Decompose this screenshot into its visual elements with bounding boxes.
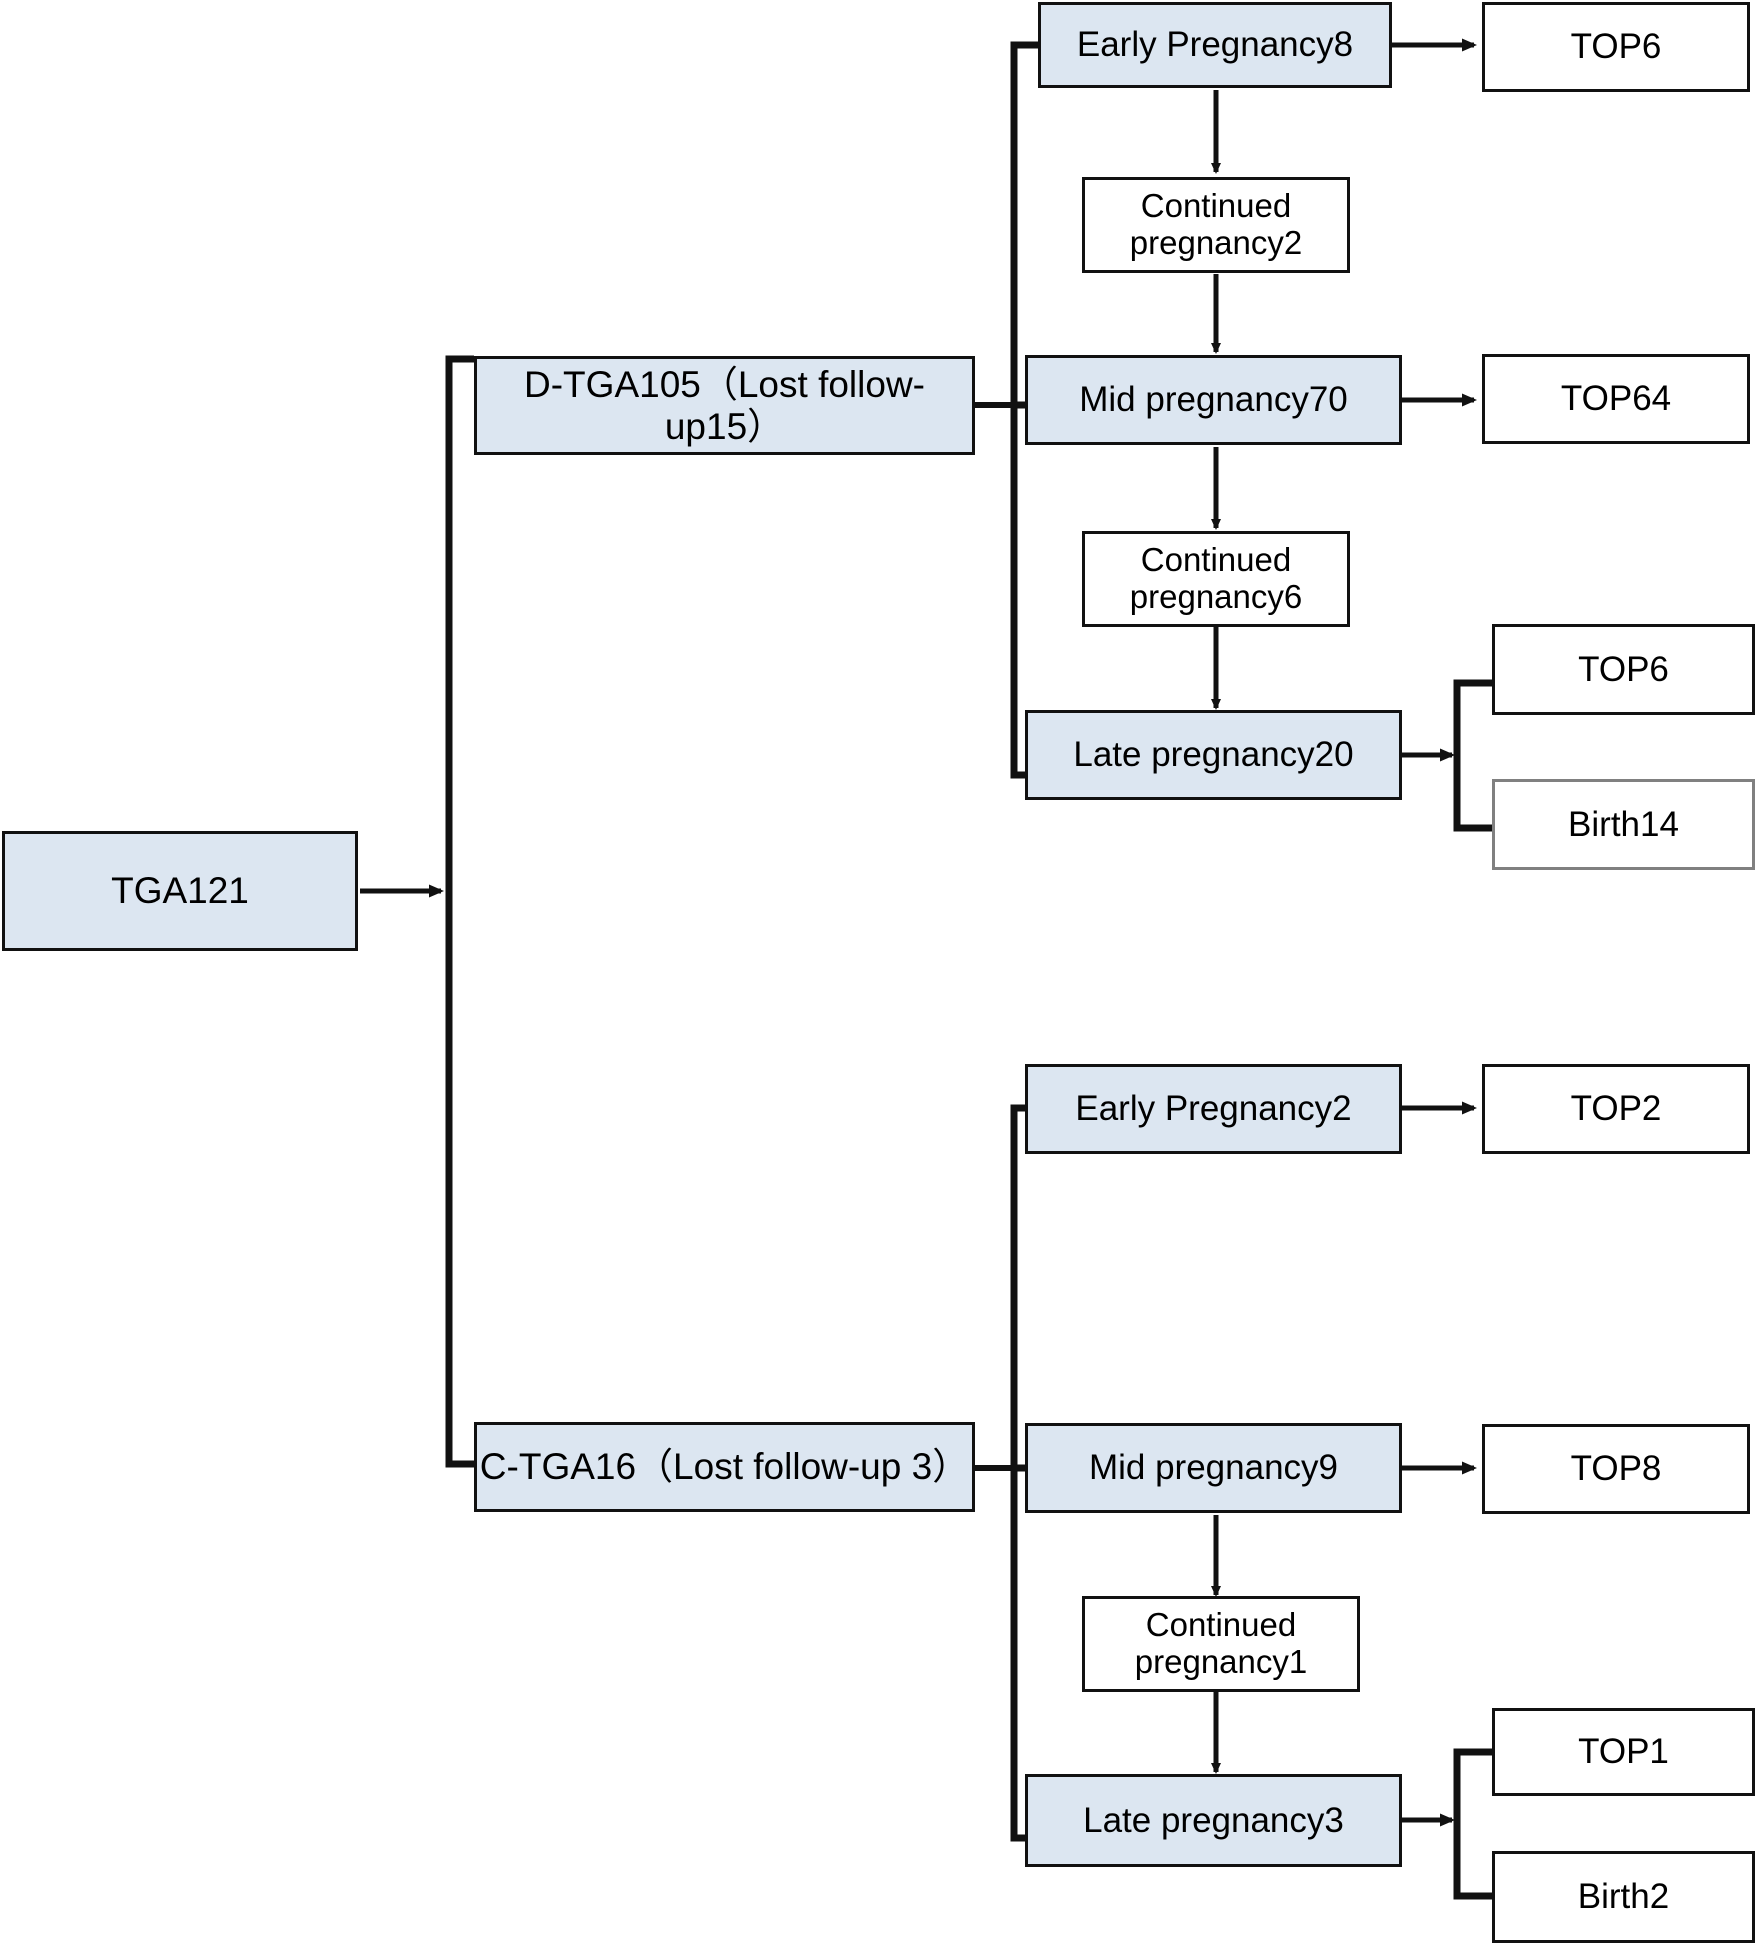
node-birth-14[interactable]: Birth14 (1492, 779, 1755, 870)
edge-c-late-to-outcomes (1402, 1748, 1492, 1900)
bracket-root-split (445, 355, 474, 1468)
node-late-pregnancy-3[interactable]: Late pregnancy3 (1025, 1774, 1402, 1867)
node-continued-pregnancy-6[interactable]: Continued pregnancy6 (1082, 531, 1350, 627)
node-late-pregnancy-20[interactable]: Late pregnancy20 (1025, 710, 1402, 800)
node-c-tga16[interactable]: C-TGA16（Lost follow-up 3） (474, 1422, 975, 1512)
node-early-pregnancy-2[interactable]: Early Pregnancy2 (1025, 1064, 1402, 1154)
node-top-6-early-d[interactable]: TOP6 (1482, 2, 1750, 92)
node-tga121[interactable]: TGA121 (2, 831, 358, 951)
node-top-2[interactable]: TOP2 (1482, 1064, 1750, 1154)
node-d-tga105[interactable]: D-TGA105（Lost follow-up15） (474, 356, 975, 455)
node-continued-pregnancy-2[interactable]: Continued pregnancy2 (1082, 177, 1350, 273)
node-mid-pregnancy-70[interactable]: Mid pregnancy70 (1025, 355, 1402, 445)
edge-d-late-to-outcomes (1402, 679, 1492, 832)
node-birth-2[interactable]: Birth2 (1492, 1851, 1755, 1943)
node-mid-pregnancy-9[interactable]: Mid pregnancy9 (1025, 1423, 1402, 1513)
node-top-6-late-d[interactable]: TOP6 (1492, 624, 1755, 715)
node-top-1[interactable]: TOP1 (1492, 1708, 1755, 1796)
node-top-8[interactable]: TOP8 (1482, 1424, 1750, 1514)
node-top-64[interactable]: TOP64 (1482, 354, 1750, 444)
node-early-pregnancy-8[interactable]: Early Pregnancy8 (1038, 2, 1392, 88)
node-continued-pregnancy-1[interactable]: Continued pregnancy1 (1082, 1596, 1360, 1692)
